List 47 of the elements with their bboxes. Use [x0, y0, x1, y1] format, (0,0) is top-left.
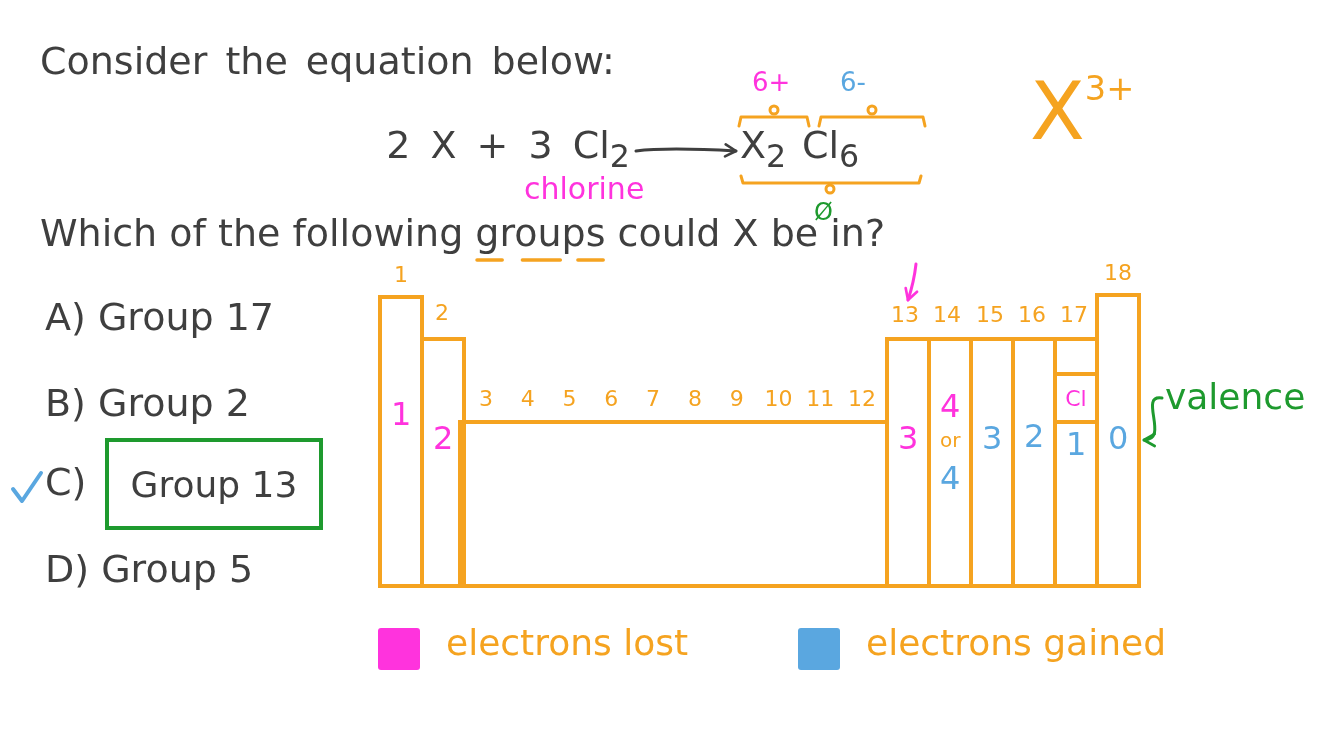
option-text: A) Group 17: [45, 296, 275, 340]
group-number: 18: [1104, 260, 1132, 286]
arrow: [1142, 396, 1164, 446]
group-number: 5: [562, 386, 577, 412]
group-number: 8: [687, 386, 702, 412]
title-text: Consider the equation below:: [40, 40, 615, 84]
valence-number: 3: [982, 420, 1003, 457]
valence-number: or: [940, 429, 961, 452]
valence-number: 4: [940, 460, 961, 497]
group-number: 4: [520, 386, 535, 412]
group-number: 9: [729, 386, 744, 412]
option-text: B) Group 2: [45, 382, 250, 426]
valence-number: 4: [940, 388, 961, 425]
group-number: 3: [479, 386, 493, 412]
arrow: [904, 262, 919, 302]
ion-symbol: X$^{3+}$: [1030, 66, 1135, 158]
legend-text: electrons lost: [446, 622, 689, 664]
group-number: 10: [764, 386, 793, 412]
group-number: 15: [976, 302, 1004, 328]
group-number: 7: [646, 386, 661, 412]
valence-number: 3: [898, 420, 919, 457]
valence-number: 1: [1066, 426, 1087, 463]
equation-text: 2 X + 3 Cl$_{2}$: [386, 124, 630, 174]
charge-label: 6+: [752, 68, 791, 98]
valence-number: 0: [1108, 420, 1129, 457]
group-number: 16: [1018, 302, 1046, 328]
answer-highlight-box: Group 13: [105, 438, 323, 530]
option-text: D) Group 5: [45, 548, 254, 592]
group-number: 13: [891, 302, 919, 328]
annotation-text: valence: [1165, 376, 1306, 418]
group-number: 17: [1060, 302, 1088, 328]
group-number: 1: [394, 262, 408, 288]
valence-number: 2: [1024, 418, 1045, 455]
arrow: [634, 143, 738, 158]
legend-text: electrons gained: [866, 622, 1166, 664]
formula-text: X$_{2}$: [740, 124, 787, 174]
group-number: 6: [604, 386, 619, 412]
group-number: 12: [848, 386, 876, 412]
annotation-text: chlorine: [524, 172, 645, 207]
group-number: 11: [806, 386, 835, 412]
valence-number: 1: [391, 396, 412, 433]
charge-label: 6-: [840, 68, 866, 98]
group-number: 2: [435, 300, 449, 326]
formula-text: Cl$_{6}$: [802, 124, 860, 174]
group-number: 14: [933, 302, 961, 328]
option-letter: C): [45, 461, 87, 505]
valence-number: 2: [433, 420, 454, 457]
